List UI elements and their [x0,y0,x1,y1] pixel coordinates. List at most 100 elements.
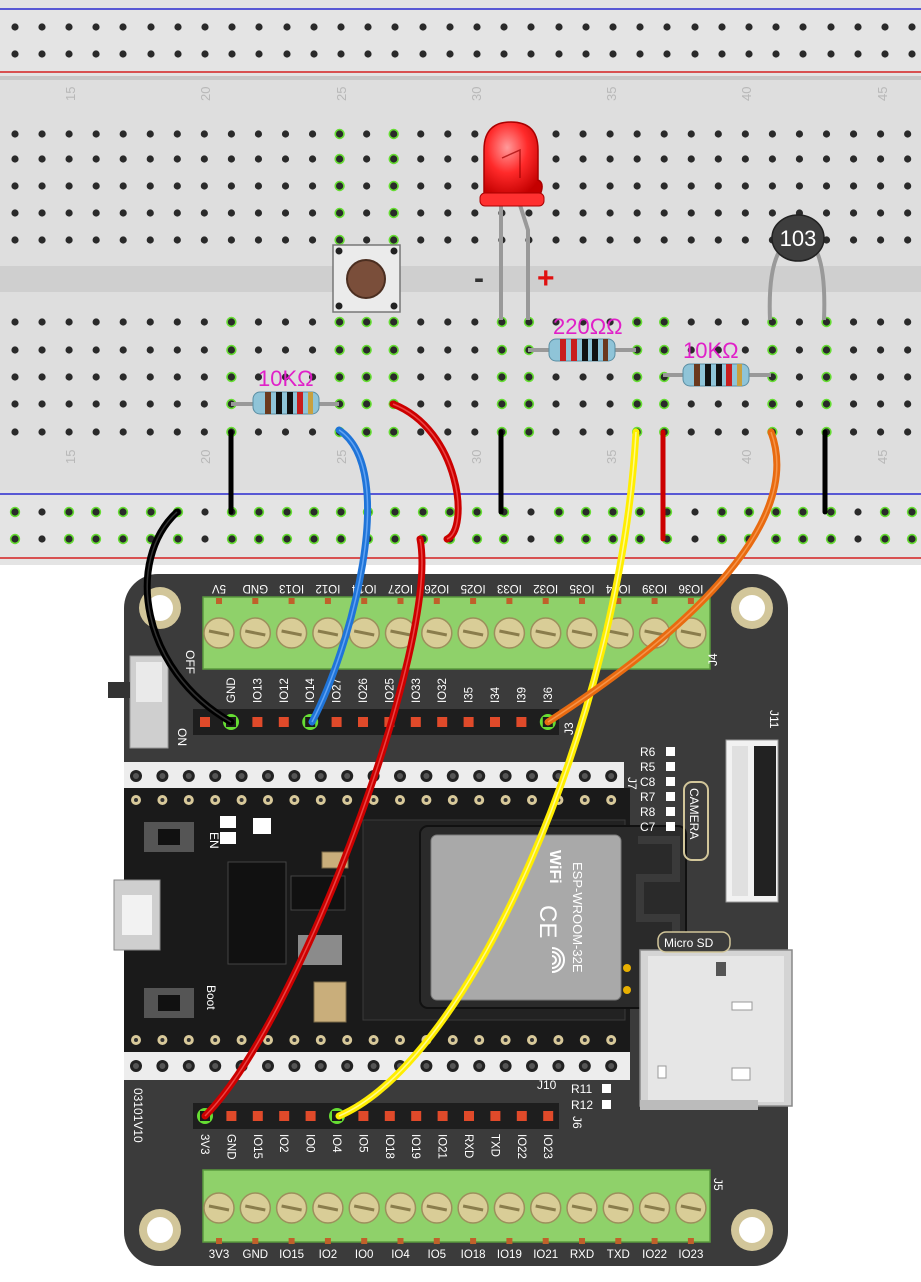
j3-pin-label: I39 [516,687,528,703]
col-label: 20 [198,450,213,464]
capacitor [313,981,347,1023]
pin-header-j3: GND IO13 IO12 IO14 IO27 IO26 IO25 IO33 IO32 I35 I3… [193,677,576,735]
col-label: 35 [604,450,619,464]
power-switch[interactable]: OFF ON [108,650,197,749]
resistor-220-led[interactable]: 220ΩΩ [528,314,636,362]
r-label: R7 [640,790,656,804]
column-numbers-top: 15 20 25 30 35 40 45 [63,87,890,101]
col-label: 25 [334,87,349,101]
r-label: R6 [640,745,656,759]
header-j6-label: J6 [570,1116,584,1129]
j6-pin-label: RXD [462,1134,474,1158]
top-power-rail [0,0,921,76]
smd-labels-bottom: R11 R12 J10 [537,1078,611,1112]
j5-pin-label: IO5 [428,1249,447,1261]
j3-pin-label: I36 [543,687,555,703]
j5-pin-label: IO4 [391,1249,410,1261]
resistor-10k-left[interactable]: 10KΩ [231,366,339,415]
thermistor-ntc[interactable]: 103 [767,214,827,321]
j3-pin-label: IO32 [437,678,449,703]
led-red[interactable]: - + [474,121,555,320]
j6-pin-label: IO23 [541,1134,553,1159]
j3-pin-label: I35 [464,687,476,703]
col-label: 15 [63,450,78,464]
j3-pin-label: IO14 [305,677,317,703]
switch-off-label: OFF [183,650,197,674]
ce-mark: CE [534,905,561,938]
module-name-label: ESP-WROOM-32E [570,862,585,973]
j3-pin-label: IO12 [279,678,291,703]
led-minus-label: - [474,262,484,295]
j3-pin-label: IO33 [411,678,423,703]
center-channel [0,266,921,292]
j4-pin-label: 5V [212,582,226,594]
short-jumpers [228,429,828,542]
col-label: 45 [875,87,890,101]
r-label: R12 [571,1098,593,1112]
j6-pin-label: IO19 [409,1134,421,1159]
j5-pin-label: 3V3 [209,1249,229,1261]
wifi-icon [551,947,565,973]
col-label: 25 [334,450,349,464]
header-j5-label: J5 [711,1178,725,1191]
camera-connector[interactable]: CAMERA J11 [683,710,781,903]
en-label: EN [207,832,221,849]
header-j10-label: J10 [537,1078,557,1092]
r-label: C8 [640,775,656,789]
j5-pin-label: GND [243,1249,269,1261]
j6-pin-label: TXD [488,1134,500,1157]
col-label: 40 [739,87,754,101]
j5-pin-label: IO21 [533,1249,558,1261]
col-label: 40 [739,450,754,464]
push-button[interactable] [332,244,401,313]
j6-pin-label: IO0 [304,1134,316,1153]
switch-on-label: ON [175,728,189,746]
header-j7-label: J7 [625,777,639,790]
j6-pin-label: IO18 [383,1134,395,1159]
j5-pin-label: IO23 [678,1249,703,1261]
j5-pin-label: IO2 [319,1249,338,1261]
col-label: 35 [604,87,619,101]
resistor-label: 10KΩ [258,366,314,391]
button-cap[interactable] [346,259,386,299]
j3-pin-label: IO13 [252,678,264,703]
j3-pin-label: GND [226,677,238,703]
j3-pin-label: IO25 [384,678,396,703]
wifi-logo-label: WiFi [546,850,563,884]
j5-pin-label: IO0 [355,1249,374,1261]
j6-pin-label: GND [224,1134,236,1160]
j5-pin-label: IO15 [279,1249,304,1261]
j4-pin-label: IO39 [642,582,667,594]
j4-pin-label: IO25 [461,582,486,594]
camera-label: CAMERA [687,788,701,839]
j5-pin-label: IO18 [461,1249,486,1261]
resistor-10k-thermistor[interactable]: 10KΩ [663,338,771,387]
j5-pin-label: IO22 [642,1249,667,1261]
j6-pin-label: IO4 [330,1134,342,1153]
j3-pin-label: IO27 [332,678,344,703]
j4-pin-label: IO32 [533,582,558,594]
j3-pin-label: IO26 [358,678,370,703]
col-label: 30 [469,450,484,464]
j6-pin-label: IO2 [277,1134,289,1153]
j6-pin-label: IO15 [251,1134,263,1159]
led-plus-label: + [537,262,555,295]
j5-pin-label: TXD [607,1249,630,1261]
col-label: 20 [198,87,213,101]
long-wires [143,400,781,1120]
header-j3-label: J3 [562,722,576,735]
r-label: R8 [640,805,656,819]
resistor-label: 220ΩΩ [553,314,623,339]
j4-pin-label: IO13 [279,582,304,594]
micro-sd-slot[interactable]: Micro SD [639,931,793,1110]
j3-pin-label: I34 [490,686,502,703]
col-label: 30 [469,87,484,101]
header-j11-label: J11 [767,710,781,729]
thermistor-label: 103 [780,226,817,251]
